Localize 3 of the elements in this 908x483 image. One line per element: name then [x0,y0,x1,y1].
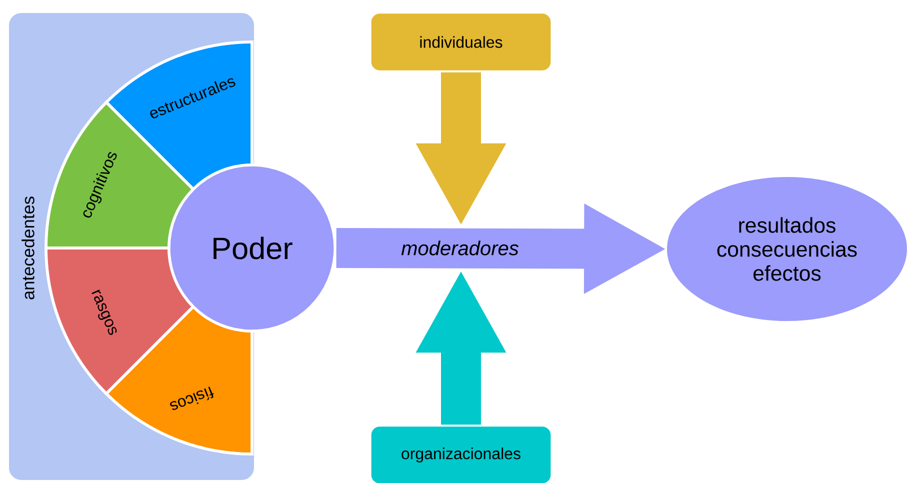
edge-label: moderadores [401,240,518,256]
label-box: organizacionales [369,424,553,483]
label-box: individuales [369,12,553,72]
